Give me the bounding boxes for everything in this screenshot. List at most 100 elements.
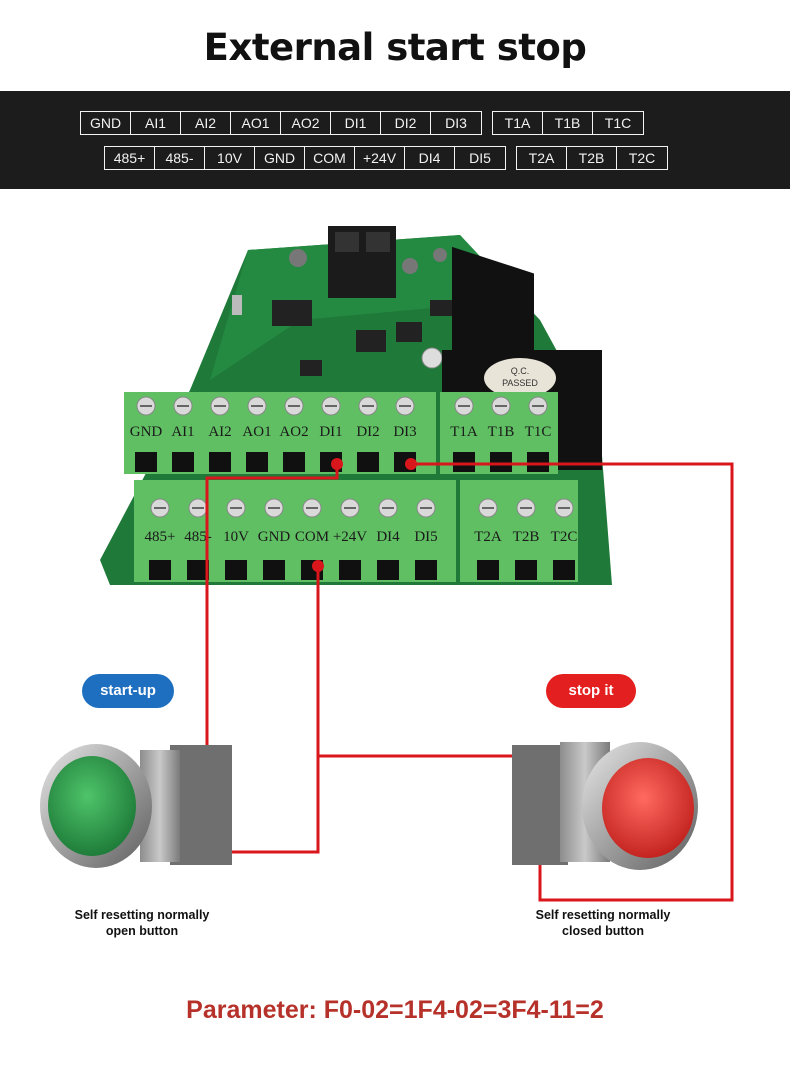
terminal-ai2: AI2 [181,112,231,134]
upper-screws [136,396,548,416]
upper-slots [135,452,549,472]
upper-terminal-wire-slot [283,452,305,472]
terminal-row-2: 485+ 485- 10V GND COM +24V DI4 DI5 T2A T… [104,146,668,170]
terminal-t2b: T2B [567,147,617,169]
lower-terminal-wire-slot [149,560,171,580]
terminal-di2: DI2 [381,112,431,134]
terminal-ao2: AO2 [281,112,331,134]
terminal-com: COM [305,147,355,169]
capacitor [421,347,443,369]
qc-text-1: Q.C. [511,366,530,376]
terminal-group-io: GND AI1 AI2 AO1 AO2 DI1 DI2 DI3 [80,111,482,135]
contact-block [170,745,232,865]
lower-terminal-label: +24V [333,529,367,545]
caption-open-line-1: Self resetting normally [74,908,210,922]
terminal-group-power: 485+ 485- 10V GND COM +24V DI4 DI5 [104,146,506,170]
upper-terminal-label: T1A [450,424,478,440]
wire-di2-stop [411,462,734,902]
terminal-di3: DI3 [445,115,467,131]
lower-terminal-wire-slot [377,560,399,580]
lower-terminal-label: T2B [513,529,540,545]
upper-terminal-wire-slot [246,452,268,472]
chip [430,300,452,316]
chip [300,360,322,376]
terminal-t1b: T1B [543,112,593,134]
upper-terminal-wire-slot [527,452,549,472]
terminal-di4: DI4 [405,147,455,169]
lower-terminal-label: GND [258,529,291,545]
start-up-label: start-up [82,674,174,708]
terminal-485p: 485+ [105,147,155,169]
terminal-t2a: T2A [517,147,567,169]
terminal-row-1: GND AI1 AI2 AO1 AO2 DI1 DI2 DI3 T1A T1B … [80,111,644,135]
terminal-di5: DI5 [469,150,491,166]
upper-terminal-wire-slot [135,452,157,472]
lower-terminal-wire-slot [339,560,361,580]
lower-terminal-wire-slot [225,560,247,580]
lower-terminal-label: DI5 [414,529,437,545]
capacitor [402,258,418,274]
terminal-ai1: AI1 [131,112,181,134]
capacitor [289,249,307,267]
caption-open-button: Self resetting normally open button [32,907,252,939]
terminal-label-band: GND AI1 AI2 AO1 AO2 DI1 DI2 DI3 T1A T1B … [0,91,790,189]
junction-di1 [331,458,343,470]
qc-sticker [484,358,556,398]
junction-com [312,560,324,572]
jumper-slot [335,232,359,252]
terminal-gnd: GND [81,112,131,134]
wire-di1-start [205,464,339,757]
upper-terminal-label: GND [130,424,163,440]
lower-terminal-wire-slot [477,560,499,580]
terminal-485m: 485- [155,147,205,169]
upper-terminal-label: DI3 [393,424,416,440]
lower-terminal-label: T2C [551,529,578,545]
terminal-group-relay-2: T2A T2B T2C [516,146,668,170]
terminal-10v: 10V [205,147,255,169]
terminal-24v: +24V [355,147,405,169]
caption-closed-line-2: closed button [562,924,644,938]
capacitor [433,248,447,262]
page-title: External start stop [203,26,587,69]
stop-button-device [512,742,698,870]
lower-terminal-wire-slot [415,560,437,580]
lower-terminal-wire-slot [553,560,575,580]
upper-terminal-label: DI2 [356,424,379,440]
upper-terminal-label: T1C [525,424,552,440]
lower-terminal-label: 485+ [145,529,176,545]
lower-terminal-label: COM [295,529,329,545]
upper-terminal-wire-slot [357,452,379,472]
terminal-t1a: T1A [493,112,543,134]
red-button-cap [602,758,694,858]
terminal-di1: DI1 [331,112,381,134]
upper-terminal-label: AO2 [279,424,308,440]
lower-screws [150,498,574,518]
lower-terminal-wire-slot [263,560,285,580]
upper-terminal-label: AO1 [242,424,271,440]
lower-terminal-label: DI4 [376,529,400,545]
terminal-t1c: T1C [604,115,632,131]
upper-terminal-wire-slot [490,452,512,472]
component [232,295,242,315]
wire-com-start [210,566,320,854]
jumper-slot [366,232,390,252]
terminal-group-relay-1: T1A T1B T1C [492,111,644,135]
lower-terminal-label: 485- [184,529,212,545]
chip [356,330,386,352]
green-button-cap [48,756,136,856]
ribbon-connector [452,246,534,384]
lower-terminal-wire-slot [515,560,537,580]
stop-label: stop it [546,674,636,708]
chip [272,300,312,326]
upper-terminal-label: AI2 [208,424,231,440]
terminal-gnd-2: GND [255,147,305,169]
upper-terminal-label: AI1 [171,424,194,440]
caption-closed-line-1: Self resetting normally [535,908,671,922]
upper-terminal-wire-slot [453,452,475,472]
caption-open-line-2: open button [105,924,179,938]
upper-terminal-label: T1B [488,424,515,440]
